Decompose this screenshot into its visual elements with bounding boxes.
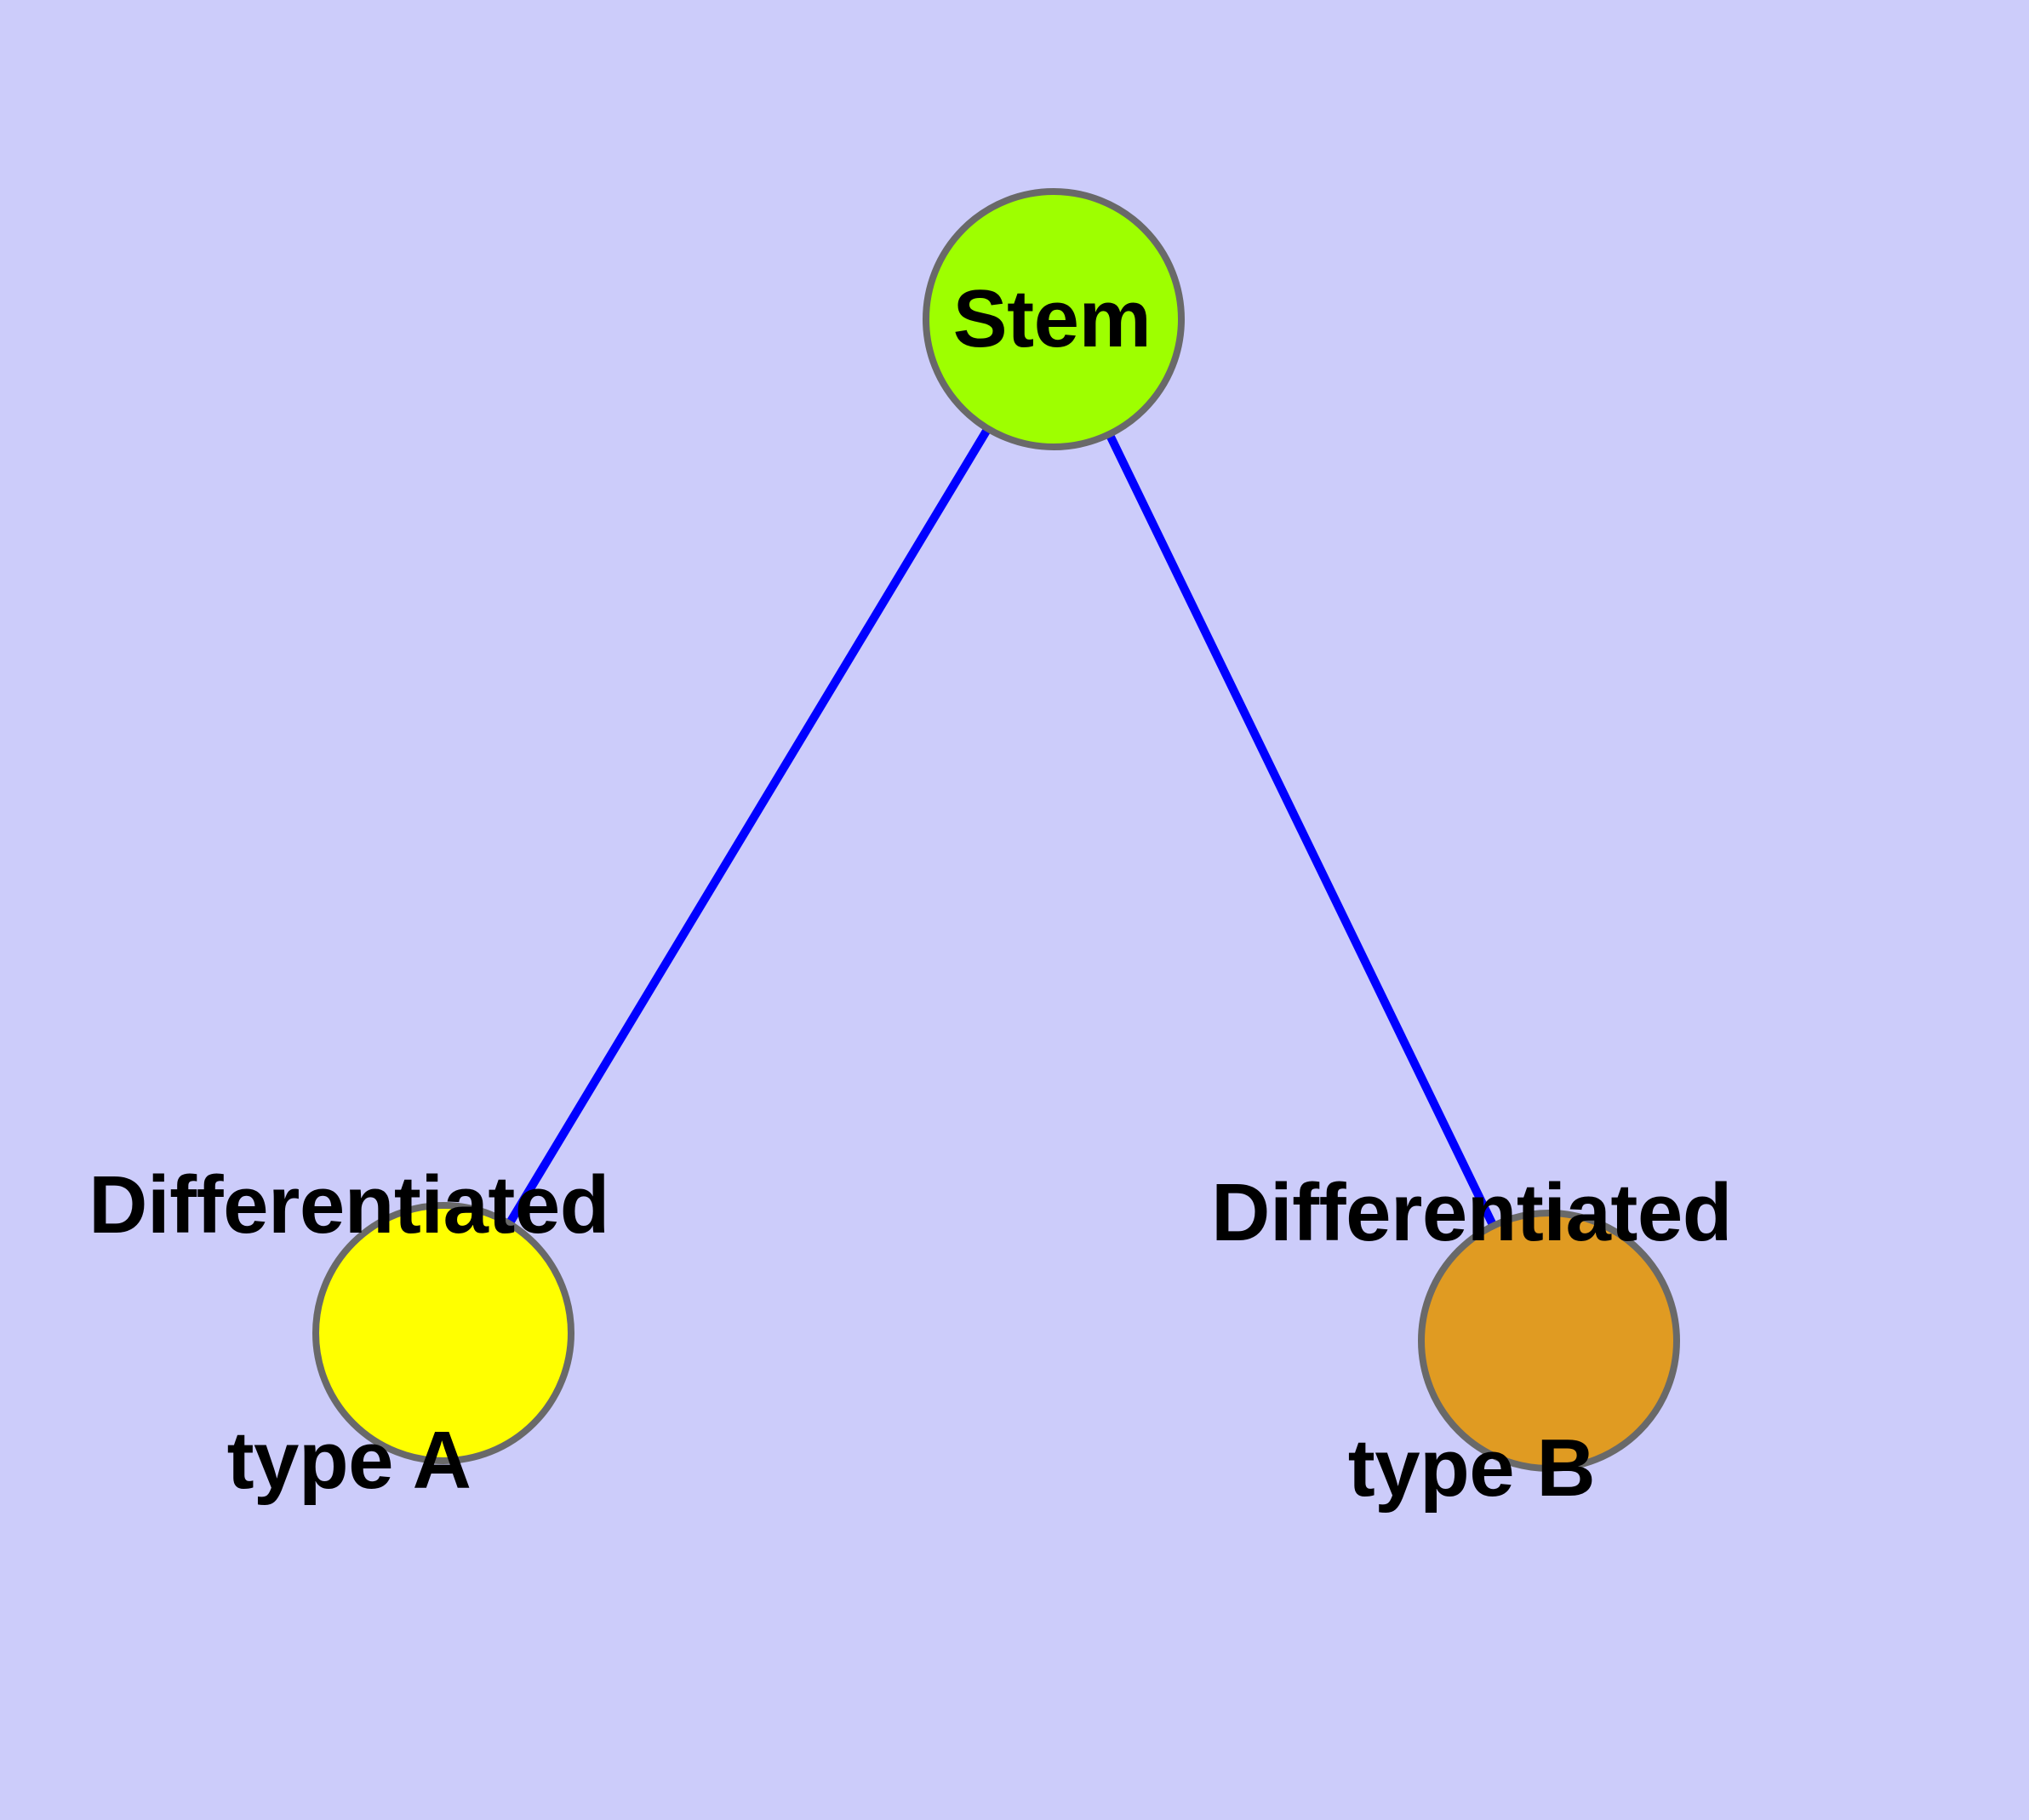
edge-stem-to-differentiated-type-a[interactable]	[439, 317, 1058, 1336]
edges-layer	[439, 317, 1553, 1343]
node-differentiated-type-a[interactable]	[312, 1202, 574, 1464]
node-differentiated-type-b[interactable]	[1418, 1210, 1680, 1472]
node-stem[interactable]	[923, 188, 1185, 450]
nodes-layer	[312, 188, 1680, 1472]
edge-stem-to-differentiated-type-b[interactable]	[1049, 317, 1553, 1343]
